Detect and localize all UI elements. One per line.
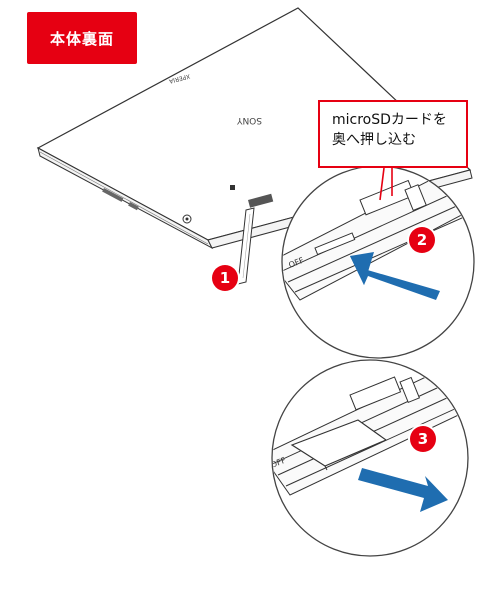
callout-pointer <box>379 167 393 201</box>
device-brand-text: SONY <box>236 115 262 125</box>
push-arrow-icon <box>350 252 440 300</box>
pull-arrow-icon <box>358 468 448 512</box>
step-number-2: 2 <box>409 227 435 253</box>
zoom-circle-insert: OFF <box>281 165 475 359</box>
step-number-1: 1 <box>212 265 238 291</box>
instruction-callout: microSDカードを 奥へ押し込む <box>318 100 468 168</box>
section-label-badge: 本体裏面 <box>27 12 137 64</box>
zoom-circle-remove: OFF <box>271 359 469 557</box>
slot-cover-flap <box>237 207 255 285</box>
microsd-card <box>290 419 388 467</box>
callout-line-1: microSDカードを <box>332 112 447 128</box>
step-number-3: 3 <box>410 426 436 452</box>
callout-line-2: 奥へ押し込む <box>332 132 416 148</box>
